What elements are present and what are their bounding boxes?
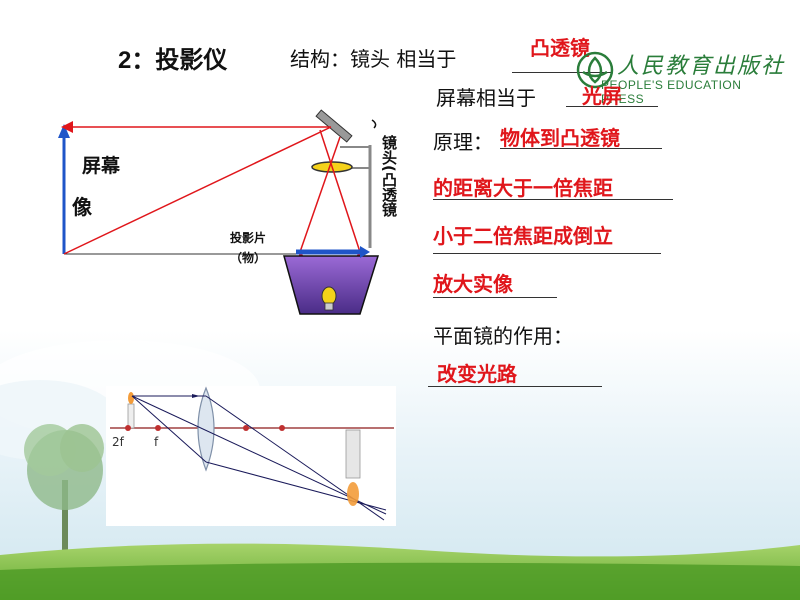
screen-answer: 光屏 — [582, 84, 622, 108]
ray-cross-1 — [299, 136, 341, 253]
principle-label: 原理： — [433, 130, 493, 154]
principle-underline-4 — [433, 297, 557, 298]
principle-line-3: 小于二倍焦距成倒立 — [433, 224, 613, 248]
bulb-icon — [321, 286, 337, 311]
screen-text: 屏幕 — [82, 155, 121, 177]
principle-line-4: 放大实像 — [433, 272, 513, 296]
background-landscape — [0, 330, 800, 600]
principle-line-2: 的距离大于一倍焦距 — [433, 176, 613, 200]
principle-line-1: 物体到凸透镜 — [500, 126, 620, 150]
candle-object-icon — [127, 403, 135, 429]
publisher-emblem-icon — [576, 51, 614, 89]
screen-underline — [566, 106, 658, 107]
structure-underline — [512, 72, 612, 73]
title-text: 投影仪 — [155, 46, 228, 74]
label-f: f — [154, 435, 159, 449]
mirror-underline — [428, 386, 602, 387]
title-number: 2 — [118, 47, 132, 74]
slide-title: 2：投影仪 — [118, 40, 227, 75]
structure-answer: 凸透镜 — [530, 36, 590, 60]
slide-object-text: （物） — [230, 250, 266, 265]
principle-underline-3 — [433, 253, 661, 254]
projector-diagram: 屏幕 像 镜头(凸透镜 投影片 （物） — [58, 109, 398, 315]
principle-underline-2 — [433, 199, 673, 200]
publisher-english: PEOPLE'S EDUCATION PRESS — [601, 78, 742, 106]
image-arrow-head-icon — [58, 124, 70, 138]
screen-label: 屏幕相当于 — [436, 86, 536, 110]
projector-box — [283, 255, 380, 315]
plane-mirror — [315, 109, 353, 143]
label-2f: 2f — [112, 435, 125, 449]
convex-lens — [197, 386, 215, 472]
mirror-label: 平面镜的作用： — [433, 324, 573, 348]
publisher-logo: 人民教育出版社 PEOPLE'S EDUCATION PRESS — [575, 48, 787, 106]
tree-icon — [24, 424, 104, 570]
publisher-name: 人民教育出版社 — [617, 54, 786, 79]
mirror-answer: 改变光路 — [437, 362, 517, 386]
candle-image-icon — [345, 429, 361, 479]
slide-text: 投影片 — [230, 230, 266, 245]
structure-label: 结构：镜头 相当于 — [290, 47, 457, 71]
image-text: 像 — [72, 195, 93, 219]
ray-cross-2 — [319, 129, 361, 253]
lens-ray-diagram: 2f f — [106, 386, 396, 526]
principle-underline-1 — [500, 148, 662, 149]
lens-text: 镜头(凸透镜 — [380, 134, 398, 218]
ray-reflected-bottom — [63, 126, 332, 255]
title-separator: ： — [131, 46, 156, 74]
